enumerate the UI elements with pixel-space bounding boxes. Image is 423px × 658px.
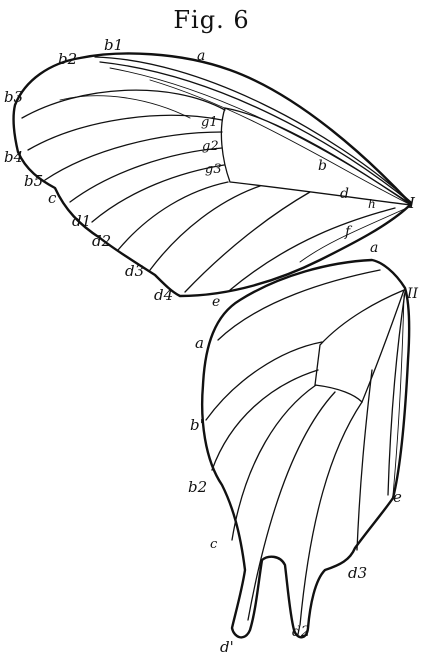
forewing-vein-b5	[45, 132, 222, 180]
forewing-label-f: f	[344, 224, 353, 240]
hindwing: a a b' b2 c d' d2 d3 e II	[188, 240, 419, 656]
forewing-label-g2: g2	[202, 139, 219, 154]
hindwing-vein-d2	[300, 402, 362, 625]
hindwing-label-d3: d3	[348, 564, 367, 582]
forewing-label-roman: I	[408, 194, 416, 212]
forewing-radial-vein-2	[150, 80, 411, 205]
hindwing-label-a: a	[195, 334, 204, 352]
forewing: a b1 b2 b3 b4 b5 b c d1 d2 d3 d4 d e f g…	[4, 36, 416, 310]
forewing-vein-b3	[22, 90, 225, 118]
forewing-label-b4: b4	[4, 148, 23, 166]
forewing-label-d2: d2	[92, 232, 111, 250]
forewing-vein-d3	[150, 186, 260, 270]
forewing-label-b1: b1	[104, 36, 123, 54]
hindwing-vein-b1	[206, 342, 322, 420]
forewing-label-b: b	[318, 158, 327, 174]
hindwing-label-d2: d2	[292, 624, 310, 640]
hindwing-label-b2: b2	[188, 478, 207, 496]
forewing-label-c: c	[48, 189, 57, 207]
forewing-radial-vein	[110, 68, 411, 204]
forewing-label-d4: d4	[154, 286, 173, 304]
forewing-label-g1: g1	[201, 115, 218, 130]
hindwing-vein-d1	[248, 392, 335, 620]
hindwing-label-c: c	[210, 537, 218, 552]
forewing-label-b2: b2	[58, 50, 77, 68]
hindwing-label-a-top: a	[370, 240, 378, 256]
hindwing-label-b1: b'	[190, 416, 204, 434]
forewing-label-d1: d1	[72, 212, 91, 230]
hindwing-label-d1: d'	[220, 638, 234, 656]
forewing-label-d: d	[340, 186, 349, 202]
forewing-label-h: h	[368, 197, 376, 211]
forewing-label-a: a	[197, 48, 205, 64]
forewing-label-b5: b5	[24, 172, 43, 190]
forewing-vein-d2	[118, 182, 228, 250]
forewing-label-g3: g3	[205, 162, 222, 177]
forewing-label-e: e	[212, 294, 220, 310]
hindwing-vein-e	[388, 292, 405, 495]
hindwing-discal-cell	[315, 290, 404, 402]
hindwing-label-roman: II	[406, 286, 419, 302]
hindwing-label-e: e	[393, 488, 402, 506]
forewing-label-b3: b3	[4, 88, 23, 106]
forewing-vein-f	[300, 206, 411, 262]
hindwing-vein-b2	[212, 370, 318, 470]
forewing-subcostal-vein	[100, 62, 411, 203]
forewing-label-d3: d3	[125, 262, 144, 280]
hindwing-vein-c	[232, 385, 316, 540]
